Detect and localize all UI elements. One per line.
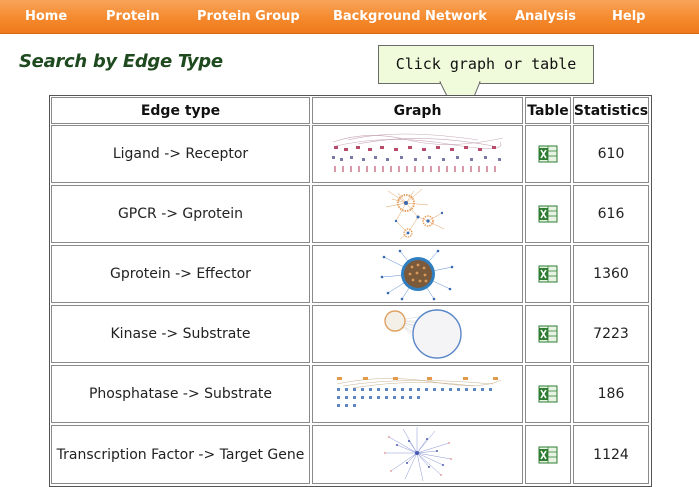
nav-home[interactable]: Home (25, 9, 68, 24)
row-1-table-link[interactable] (525, 185, 571, 243)
header-graph: Graph (312, 97, 523, 124)
ligand-receptor-network-thumbnail (331, 133, 503, 172)
top-nav-bar: Home Protein Protein Group Background Ne… (0, 0, 699, 34)
excel-spreadsheet-icon (538, 265, 558, 283)
page-title: Search by Edge Type (19, 51, 223, 72)
edge-type-table: Edge type Graph Table Statistics Ligand … (49, 95, 652, 487)
header-edge-type: Edge type (51, 97, 310, 124)
header-table: Table (525, 97, 571, 124)
row-0-edge-type: Ligand -> Receptor (51, 125, 310, 183)
row-0-statistics: 610 (573, 125, 649, 183)
row-0-table-link[interactable] (525, 125, 571, 183)
row-2-statistics: 1360 (573, 245, 649, 303)
excel-spreadsheet-icon (538, 385, 558, 403)
excel-spreadsheet-icon (538, 446, 558, 463)
callout-box: Click graph or table (378, 45, 594, 84)
row-3-graph-link[interactable] (312, 305, 523, 363)
gprotein-effector-network-thumbnail (380, 249, 453, 301)
row-4-table-link[interactable] (525, 365, 571, 423)
row-5-table-link[interactable] (525, 425, 571, 484)
tf-target-network-thumbnail (383, 426, 452, 481)
row-3-table-link[interactable] (525, 305, 571, 363)
row-4-edge-type: Phosphatase -> Substrate (51, 365, 310, 423)
row-0-graph-link[interactable] (312, 125, 523, 183)
row-1-statistics: 616 (573, 185, 649, 243)
excel-spreadsheet-icon (538, 145, 558, 163)
nav-analysis[interactable]: Analysis (515, 9, 576, 24)
row-3-statistics: 7223 (573, 305, 649, 363)
gpcr-gprotein-network-thumbnail (385, 188, 444, 240)
nav-protein-group[interactable]: Protein Group (197, 9, 300, 24)
row-3-edge-type: Kinase -> Substrate (51, 305, 310, 363)
phosphatase-substrate-network-thumbnail (336, 377, 501, 407)
row-2-edge-type: Gprotein -> Effector (51, 245, 310, 303)
row-1-edge-type: GPCR -> Gprotein (51, 185, 310, 243)
excel-spreadsheet-icon (538, 325, 558, 343)
nav-protein[interactable]: Protein (106, 9, 160, 24)
row-2-graph-link[interactable] (312, 245, 523, 303)
row-5-graph-link[interactable] (312, 425, 523, 484)
nav-help[interactable]: Help (612, 9, 646, 24)
row-4-statistics: 186 (573, 365, 649, 423)
nav-background-network[interactable]: Background Network (333, 9, 487, 24)
header-statistics: Statistics (573, 97, 649, 124)
row-1-graph-link[interactable] (312, 185, 523, 243)
row-4-graph-link[interactable] (312, 365, 523, 423)
row-5-edge-type: Transcription Factor -> Target Gene (51, 425, 310, 484)
kinase-substrate-network-thumbnail (383, 309, 462, 359)
row-2-table-link[interactable] (525, 245, 571, 303)
row-5-statistics: 1124 (573, 425, 649, 484)
excel-spreadsheet-icon (538, 205, 558, 223)
callout-text: Click graph or table (395, 55, 577, 73)
